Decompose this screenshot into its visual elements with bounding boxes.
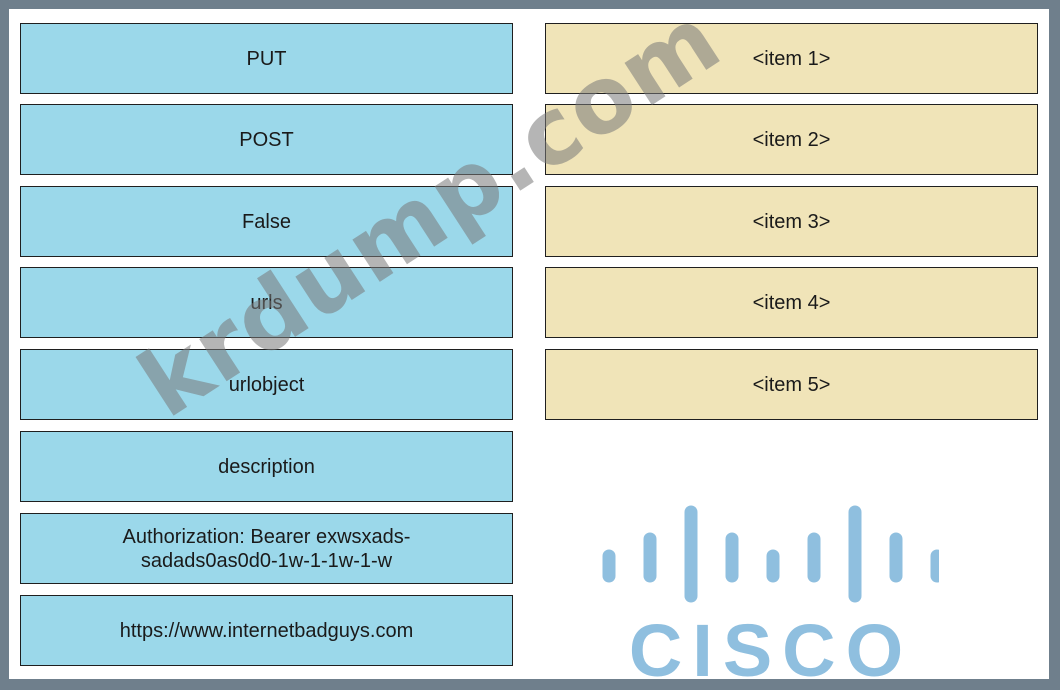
drop-target-item-3[interactable]: <item 3> xyxy=(545,186,1038,257)
target-label: <item 4> xyxy=(752,291,831,314)
cisco-logo: CISCO xyxy=(602,505,939,679)
cisco-bars-icon xyxy=(602,505,939,603)
option-url[interactable]: https://www.internetbadguys.com xyxy=(20,595,513,666)
option-urlobject[interactable]: urlobject xyxy=(20,349,513,420)
option-label: PUT xyxy=(246,47,287,70)
target-label: <item 1> xyxy=(752,47,831,70)
option-description[interactable]: description xyxy=(20,431,513,502)
drop-target-item-2[interactable]: <item 2> xyxy=(545,104,1038,175)
option-label: POST xyxy=(239,128,294,151)
option-authorization-header[interactable]: Authorization: Bearer exwsxads- sadads0a… xyxy=(20,513,513,584)
target-label: <item 3> xyxy=(752,210,831,233)
drag-drop-panel: PUT POST False urls urlobject descriptio… xyxy=(9,9,1049,679)
drop-target-item-1[interactable]: <item 1> xyxy=(545,23,1038,94)
cisco-wordmark: CISCO xyxy=(629,609,913,679)
drop-target-item-5[interactable]: <item 5> xyxy=(545,349,1038,420)
drop-target-item-4[interactable]: <item 4> xyxy=(545,267,1038,338)
option-put[interactable]: PUT xyxy=(20,23,513,94)
option-label: description xyxy=(218,455,315,478)
option-label: urlobject xyxy=(228,373,305,396)
option-label: False xyxy=(242,210,291,233)
option-false[interactable]: False xyxy=(20,186,513,257)
target-label: <item 5> xyxy=(752,373,831,396)
target-label: <item 2> xyxy=(752,128,831,151)
option-urls[interactable]: urls xyxy=(20,267,513,338)
option-label: Authorization: Bearer exwsxads- sadads0a… xyxy=(122,525,411,572)
option-label: https://www.internetbadguys.com xyxy=(119,619,414,642)
option-post[interactable]: POST xyxy=(20,104,513,175)
option-label: urls xyxy=(250,291,283,314)
